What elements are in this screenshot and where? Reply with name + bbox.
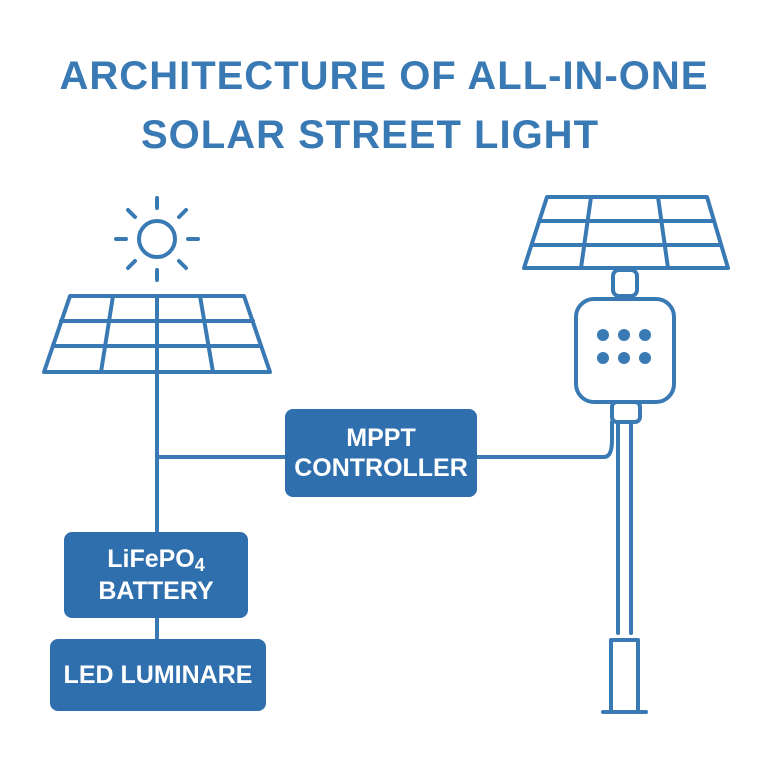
battery-subscript: 4: [194, 554, 205, 575]
left-solar-panel-icon: [42, 294, 272, 374]
mppt-controller-box: MPPT CONTROLLER: [285, 409, 477, 497]
right-solar-panel-icon: [522, 195, 730, 270]
control-box-icon: [574, 297, 676, 424]
street-light-pole-icon: [601, 420, 648, 714]
battery-line-2: BATTERY: [98, 577, 214, 606]
battery-line-1: LiFePO4: [107, 544, 205, 575]
led-label: LED LUMINARE: [63, 661, 253, 689]
sun-icon: [114, 196, 200, 282]
mppt-line-1: MPPT: [346, 424, 416, 452]
mppt-line-2: CONTROLLER: [294, 454, 468, 482]
battery-box: LiFePO4 BATTERY: [64, 532, 248, 618]
title-line-2: SOLAR STREET LIGHT: [141, 113, 599, 157]
mppt-to-pole-wire: [475, 420, 614, 459]
title-line-1: ARCHITECTURE OF ALL-IN-ONE: [59, 54, 709, 98]
led-luminare-box: LED LUMINARE: [50, 639, 266, 711]
control-box-indicators: [597, 329, 651, 364]
panel-bracket: [611, 268, 639, 298]
